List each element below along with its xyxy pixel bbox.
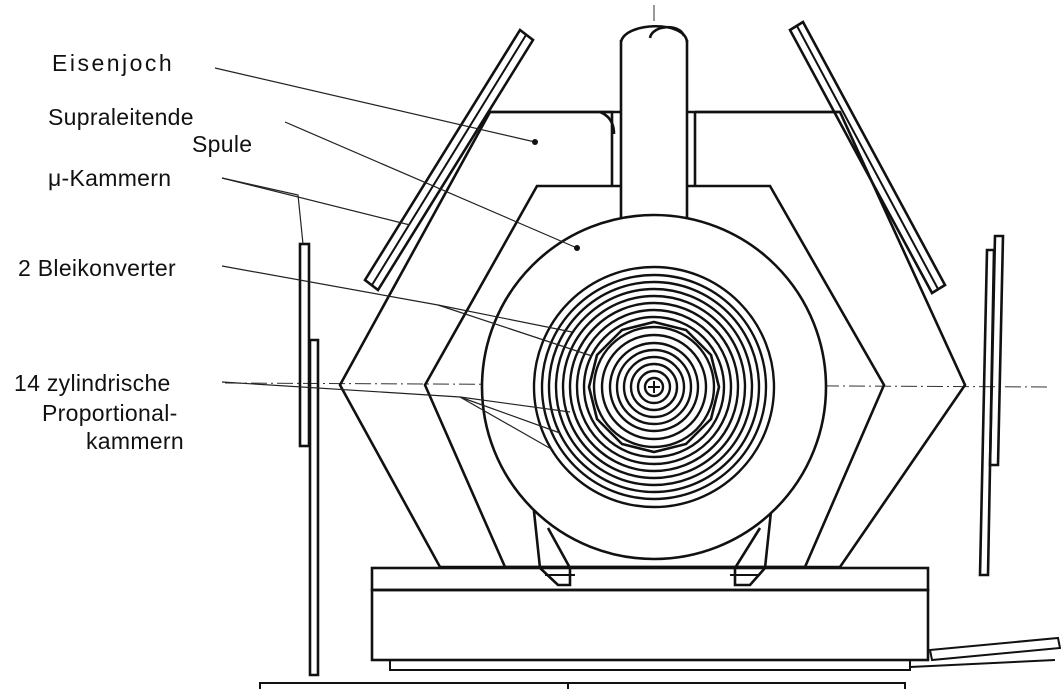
leader-zyl-2 (459, 396, 571, 413)
support-leg-right (733, 501, 774, 587)
beam-spot (643, 376, 665, 398)
tilted-plate-line (909, 659, 1056, 668)
leader-mu-2 (221, 177, 411, 226)
leader-blei-2 (437, 304, 573, 333)
horizontal-axis (224, 382, 1051, 388)
tilted-plate (928, 636, 1061, 662)
base-block (370, 588, 930, 662)
chamber-ring (540, 273, 768, 501)
label-mu-kammern: μ-Kammern (48, 165, 172, 191)
lead-converter-polygon (587, 320, 721, 454)
chamber-ring (561, 294, 747, 480)
chamber-ring (608, 341, 700, 433)
chamber-ring (600, 333, 708, 441)
beam-pipe-backing (621, 30, 687, 230)
chamber-ring (568, 301, 740, 473)
leader-blei-1 (221, 265, 439, 306)
leader-zyl-3 (459, 396, 561, 434)
beam-pipe-top (619, 25, 689, 43)
coil-left (490, 110, 614, 186)
chamber-ring (615, 348, 693, 426)
leader-blei-3 (437, 304, 593, 357)
chamber-ring (622, 355, 686, 419)
leader-zyl-4 (459, 396, 554, 451)
chamber-ring (582, 315, 726, 459)
muon-chamber-upper-right-inner (796, 25, 939, 290)
label-bleikonverter: 2 Bleikonverter (18, 255, 176, 281)
label-zylindrische: 14 zylindrische (14, 370, 171, 396)
label-eisenjoch: Eisenjoch (52, 50, 175, 76)
muon-chamber-upper-left (363, 28, 535, 292)
muon-chamber-left-1 (298, 242, 311, 448)
muon-chamber-left-2 (308, 338, 320, 677)
leader-spule-dot (574, 245, 580, 251)
muon-chamber-upper-right (788, 20, 947, 295)
leader-mu-1 (221, 177, 304, 245)
chamber-ring (554, 287, 754, 487)
chamber-ring (532, 265, 776, 509)
floor-frame (259, 682, 906, 689)
chamber-ring (575, 308, 733, 466)
chamber-ring (592, 325, 716, 449)
beam-pipe-cut (648, 25, 686, 39)
muon-chamber-upper-left-inner (371, 34, 527, 286)
leader-eisenjoch-dot (532, 139, 538, 145)
leader-zyl-1 (221, 381, 461, 398)
label-spule-line2: Spule (192, 131, 253, 157)
label-proportional: Proportional- (42, 400, 178, 426)
coil-left-edge (599, 110, 616, 135)
chamber-ring (636, 369, 672, 405)
chamber-ring (629, 362, 679, 412)
support-leg-left (531, 501, 572, 587)
label-spule-line1: Supraleitende (48, 104, 194, 130)
label-kammern: kammern (86, 428, 184, 454)
leader-spule (284, 121, 578, 249)
chamber-ring (547, 280, 761, 494)
muon-chamber-right-2 (978, 248, 996, 577)
proportional-chamber-rings (532, 265, 776, 509)
base-plate-top (370, 566, 930, 592)
base-plate-bottom (389, 659, 911, 671)
leader-eisenjoch (214, 67, 536, 143)
